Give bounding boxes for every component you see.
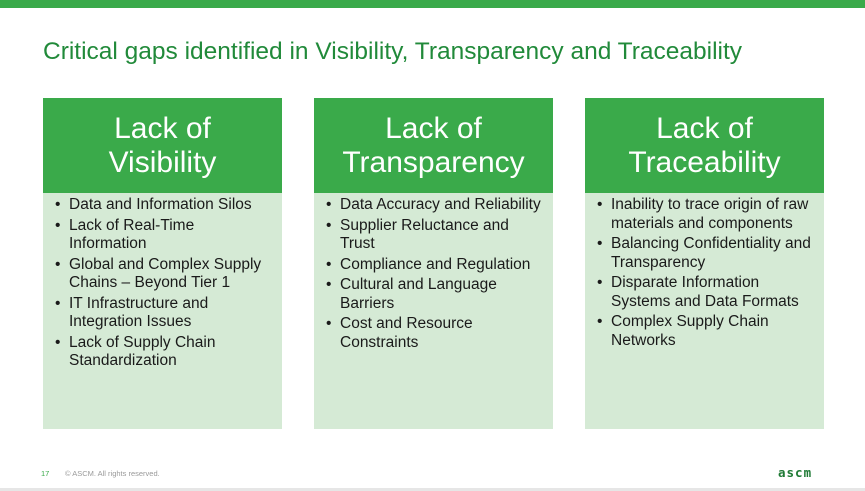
list-item: Compliance and Regulation	[326, 256, 545, 275]
copyright-notice: © ASCM. All rights reserved.	[65, 469, 160, 478]
heading-line-2: Transparency	[342, 145, 525, 179]
list-item: Data and Information Silos	[55, 196, 274, 215]
heading-line-1: Lack of	[385, 111, 482, 145]
bottom-divider	[0, 488, 865, 491]
heading-line-2: Visibility	[108, 145, 217, 179]
heading-line-1: Lack of	[114, 111, 211, 145]
list-item: IT Infrastructure and Integration Issues	[55, 295, 274, 332]
column-heading: Lack of Visibility	[43, 98, 282, 193]
column-body: Data and Information Silos Lack of Real-…	[43, 193, 282, 429]
heading-line-2: Traceability	[628, 145, 781, 179]
column-traceability: Lack of Traceability Inability to trace …	[585, 98, 824, 429]
list-item: Lack of Supply Chain Standardization	[55, 334, 274, 371]
bullet-list: Data and Information Silos Lack of Real-…	[55, 196, 274, 371]
column-heading: Lack of Transparency	[314, 98, 553, 193]
list-item: Complex Supply Chain Networks	[597, 313, 816, 350]
list-item: Cultural and Language Barriers	[326, 276, 545, 313]
list-item: Supplier Reluctance and Trust	[326, 217, 545, 254]
column-body: Inability to trace origin of raw materia…	[585, 193, 824, 429]
column-body: Data Accuracy and Reliability Supplier R…	[314, 193, 553, 429]
bullet-list: Data Accuracy and Reliability Supplier R…	[326, 196, 545, 352]
page-number: 17	[41, 469, 50, 478]
list-item: Inability to trace origin of raw materia…	[597, 196, 816, 233]
column-heading: Lack of Traceability	[585, 98, 824, 193]
ascm-logo: ascm	[778, 465, 813, 480]
heading-line-1: Lack of	[656, 111, 753, 145]
top-accent-bar	[0, 0, 865, 8]
list-item: Balancing Confidentiality and Transparen…	[597, 235, 816, 272]
column-visibility: Lack of Visibility Data and Information …	[43, 98, 282, 429]
bullet-list: Inability to trace origin of raw materia…	[597, 196, 816, 350]
list-item: Cost and Resource Constraints	[326, 315, 545, 352]
list-item: Global and Complex Supply Chains – Beyon…	[55, 256, 274, 293]
column-transparency: Lack of Transparency Data Accuracy and R…	[314, 98, 553, 429]
list-item: Data Accuracy and Reliability	[326, 196, 545, 215]
slide-title: Critical gaps identified in Visibility, …	[43, 38, 743, 65]
list-item: Lack of Real-Time Information	[55, 217, 274, 254]
list-item: Disparate Information Systems and Data F…	[597, 274, 816, 311]
